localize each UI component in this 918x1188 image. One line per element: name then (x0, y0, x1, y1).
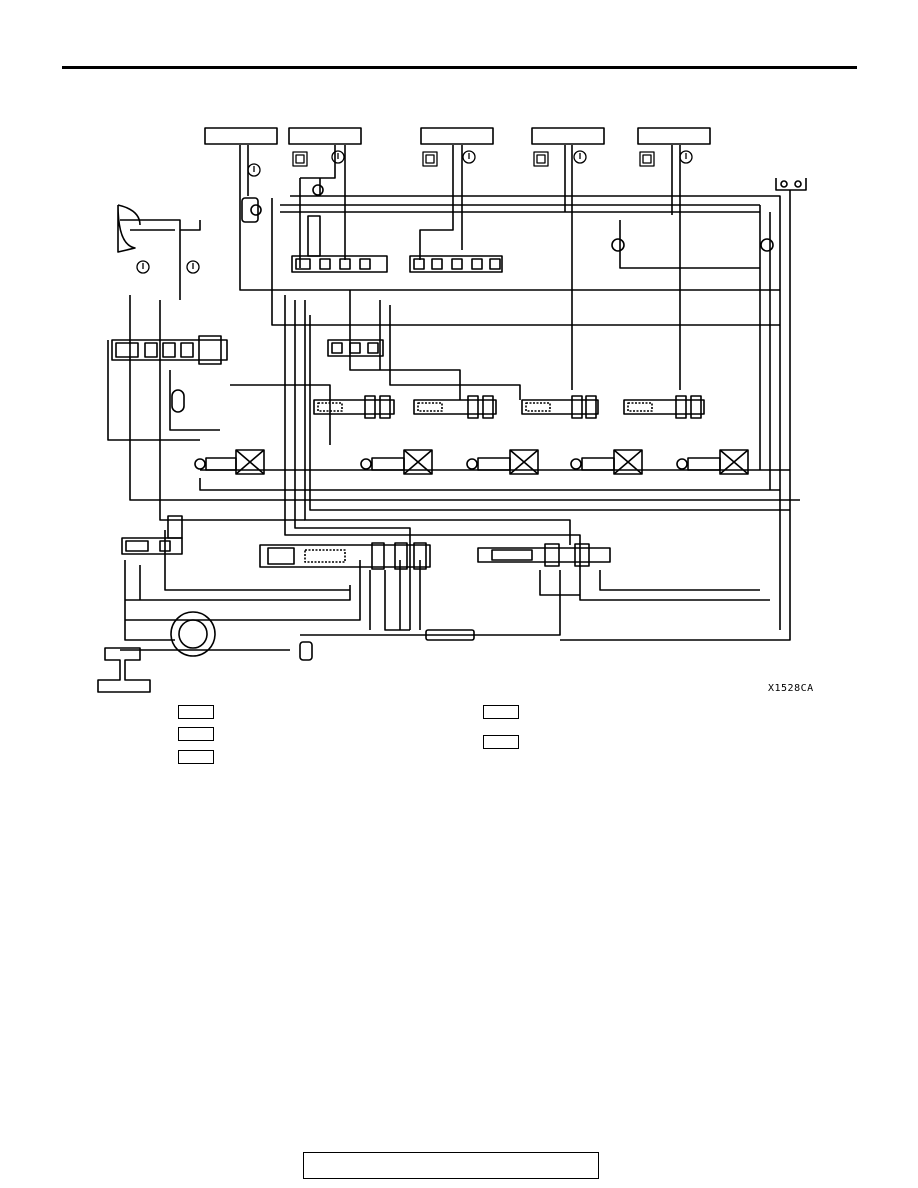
header-box-4 (531, 127, 605, 145)
filter-icon (299, 641, 313, 661)
solenoid-valve-4 (570, 449, 643, 475)
pressure-control-valve-1 (313, 395, 395, 419)
legend-swatch-5 (483, 735, 519, 749)
solenoid-valve-3 (466, 449, 539, 475)
hydraulic-circuit-diagram (97, 127, 807, 693)
pressure-control-valve-3 (521, 395, 599, 419)
drain-symbol (775, 178, 807, 191)
page-header-rule (62, 66, 857, 69)
regulator-valve (121, 515, 183, 555)
shift-valve-middle (327, 339, 384, 357)
clutch-piston-icon (292, 151, 655, 167)
manual-valve (111, 335, 228, 365)
oil-pump-icon (170, 611, 216, 657)
torque-converter-valve (259, 542, 431, 570)
check-valve-icon (241, 184, 774, 252)
oil-strainer (97, 647, 151, 693)
header-box-1 (204, 127, 278, 145)
header-box-3 (420, 127, 494, 145)
solenoid-valve-5 (676, 449, 749, 475)
pressure-control-valve-4 (623, 395, 705, 419)
legend-swatch-3 (178, 750, 214, 764)
solenoid-valve-2 (360, 449, 433, 475)
shift-valve-upper-2 (409, 255, 503, 273)
footer-page-box (303, 1152, 599, 1179)
orifice (425, 629, 475, 641)
legend-swatch-4 (483, 705, 519, 719)
legend-swatch-2 (178, 727, 214, 741)
legend-swatch-1 (178, 705, 214, 719)
hydraulic-lines (107, 145, 800, 651)
reservoir (117, 204, 141, 253)
pressure-control-valve-2 (413, 395, 497, 419)
accumulator-small (171, 389, 185, 413)
solenoid-valve-1 (194, 449, 265, 475)
header-box-2 (288, 127, 362, 145)
damper-clutch-valve (477, 543, 611, 567)
header-box-5 (637, 127, 711, 145)
figure-id: X1528CA (768, 683, 814, 694)
shift-valve-upper-1 (291, 215, 388, 273)
